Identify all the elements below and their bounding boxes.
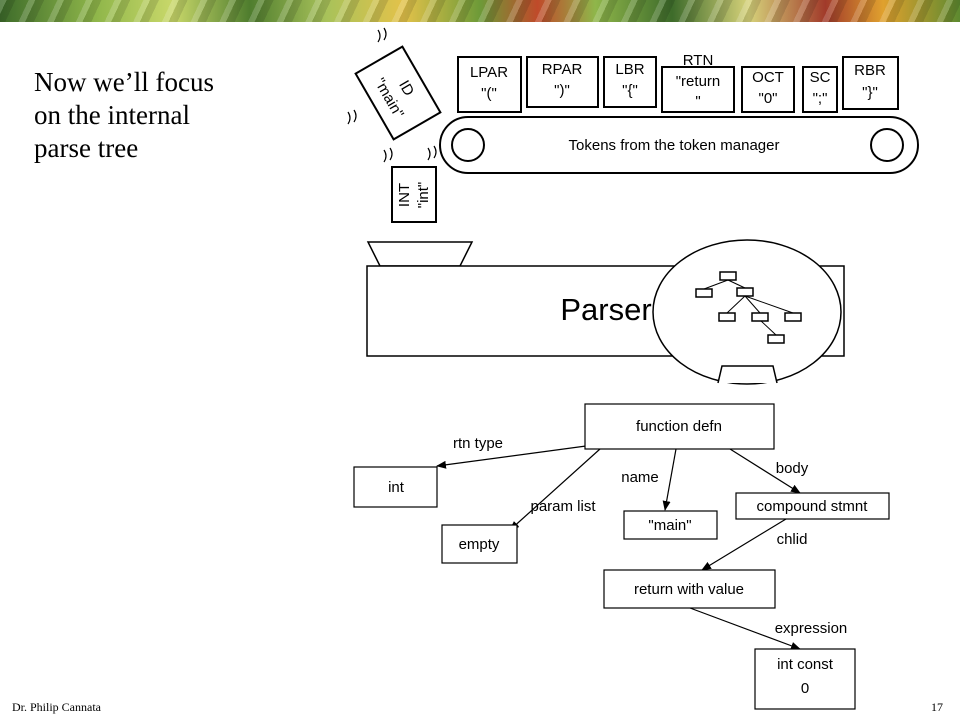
token-lbr-kind: LBR xyxy=(615,61,644,78)
edge-label-expression: expression xyxy=(775,620,848,637)
edge-label-body: body xyxy=(776,460,809,477)
node-main: "main" xyxy=(648,517,691,534)
token-lpar-kind: LPAR xyxy=(470,64,508,81)
motion-lines xyxy=(347,27,437,163)
token-lbr-value: "{" xyxy=(622,82,638,99)
edge-body xyxy=(729,448,801,494)
belt-label: Tokens from the token manager xyxy=(569,137,780,154)
token-rbr: RBR "}" xyxy=(842,56,899,110)
node-empty: empty xyxy=(459,536,500,553)
token-sc-value: ";" xyxy=(813,90,828,107)
heading-line-1: Now we’ll focus xyxy=(34,67,214,97)
parse-tree: function defn int empty "main" compound … xyxy=(353,403,890,710)
token-lpar: LPAR "(" xyxy=(457,56,522,113)
footer-author: Dr. Philip Cannata xyxy=(12,700,101,714)
token-int-value: "int" xyxy=(415,182,432,209)
node-int: int xyxy=(388,479,405,496)
token-int-kind: INT xyxy=(396,183,413,207)
token-rtn-kind: RTN xyxy=(683,52,714,69)
token-lpar-value: "(" xyxy=(481,85,497,102)
token-sc-kind: SC xyxy=(810,69,831,86)
token-lbr: LBR "{" xyxy=(603,56,657,108)
token-oct: OCT "0" xyxy=(741,66,795,113)
token-rbr-value: "}" xyxy=(862,84,878,101)
token-oct-kind: OCT xyxy=(752,69,784,86)
token-rpar: RPAR ")" xyxy=(526,56,599,108)
edge-name xyxy=(662,448,677,511)
parser-label: Parser xyxy=(560,292,651,327)
edge-param-list xyxy=(509,448,601,531)
token-rbr-kind: RBR xyxy=(854,62,886,79)
slide-heading: Now we’ll focus on the internal parse tr… xyxy=(34,66,264,165)
page-number: 17 xyxy=(931,700,943,714)
edge-label-name: name xyxy=(621,469,659,486)
token-rpar-kind: RPAR xyxy=(542,61,583,78)
stained-glass-banner xyxy=(0,0,960,22)
token-id-main: ID "main" xyxy=(354,45,442,141)
node-function-defn: function defn xyxy=(636,418,722,435)
token-int: INT "int" xyxy=(391,166,437,223)
belt-left-wheel xyxy=(451,128,485,162)
token-oct-value: "0" xyxy=(759,90,778,107)
token-sc: SC ";" xyxy=(802,66,838,113)
edge-expression xyxy=(689,607,801,650)
edge-label-param-list: param list xyxy=(530,498,596,515)
node-int-const: int const xyxy=(777,656,834,673)
heading-line-3: parse tree xyxy=(34,133,139,163)
magnifier-mini-tree xyxy=(652,239,842,385)
token-rtn-value: "return xyxy=(676,73,721,90)
parser-hopper xyxy=(366,241,474,267)
token-rtn: RTN "return " xyxy=(661,52,735,113)
edge-rtn-type xyxy=(436,445,587,469)
conveyor-belt: Tokens from the token manager xyxy=(439,116,919,174)
node-return-with-value: return with value xyxy=(634,581,744,598)
node-compound-stmnt: compound stmnt xyxy=(757,498,869,515)
edge-label-rtn-type: rtn type xyxy=(453,435,503,452)
belt-right-wheel xyxy=(870,128,904,162)
token-rpar-value: ")" xyxy=(554,82,570,99)
edge-child xyxy=(701,518,787,571)
edge-label-child: chlid xyxy=(777,531,808,548)
token-rtn-value-tail: " xyxy=(695,93,700,110)
node-int-const-value: 0 xyxy=(801,680,809,697)
heading-line-2: on the internal xyxy=(34,100,190,130)
